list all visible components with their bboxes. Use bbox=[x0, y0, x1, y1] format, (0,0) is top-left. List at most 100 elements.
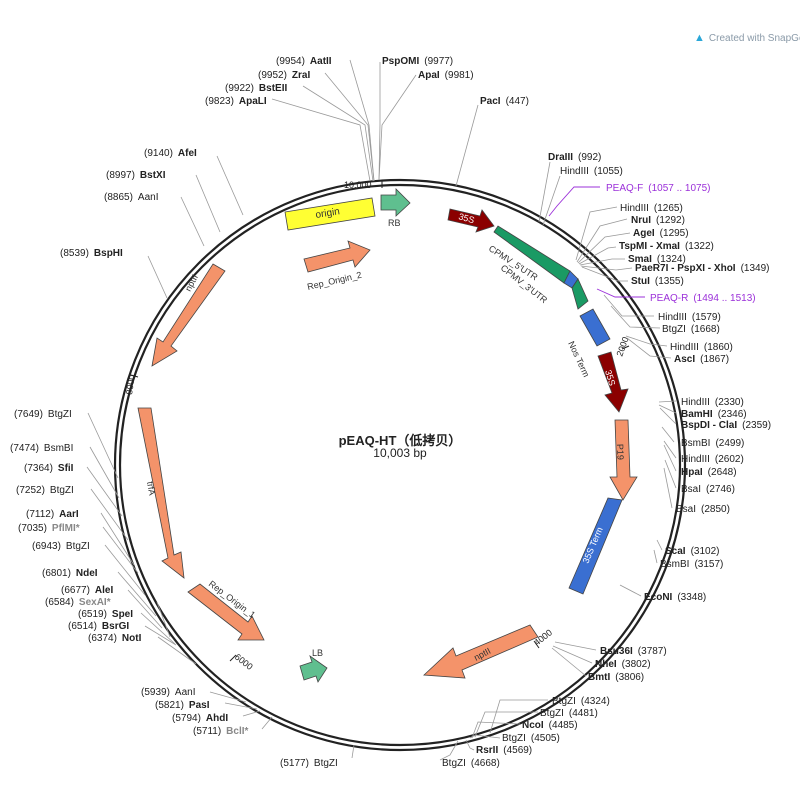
site-label: (6374)NotI bbox=[88, 633, 142, 644]
leader-line bbox=[551, 647, 587, 677]
feature-35s-promoter-2[interactable] bbox=[597, 351, 629, 413]
feature-label-p19: P19 bbox=[615, 444, 626, 460]
site-label: BsmBI(2499) bbox=[681, 438, 744, 449]
site-label: DraIII(992) bbox=[548, 152, 601, 163]
tick-label-8000: 8000 bbox=[124, 374, 137, 395]
site-label: BmtI(3806) bbox=[588, 672, 644, 683]
tick-label-6000: 6000 bbox=[233, 652, 255, 672]
backbone-outer bbox=[113, 178, 687, 752]
site-label: (8997)BstXI bbox=[106, 170, 166, 181]
site-label: BspDI - ClaI(2359) bbox=[681, 420, 771, 431]
leader-line bbox=[89, 446, 120, 499]
feature-rep-origin-1[interactable] bbox=[187, 583, 265, 641]
site-label: (7252)BtgZI bbox=[16, 485, 74, 496]
site-label: (5939)AanI bbox=[141, 687, 195, 698]
site-label: NcoI(4485) bbox=[522, 720, 578, 731]
site-label: BtgZI(4481) bbox=[540, 708, 598, 719]
leader-line bbox=[538, 161, 551, 223]
feature-cpmv-3utr[interactable] bbox=[571, 278, 589, 310]
snapgene-logo-icon: ▲ bbox=[694, 32, 705, 44]
site-label: (6943)BtgZI bbox=[32, 541, 90, 552]
leader-line bbox=[147, 255, 168, 299]
leader-line bbox=[156, 601, 171, 638]
leader-line bbox=[378, 62, 381, 181]
site-label: (5177)BtgZI bbox=[280, 758, 338, 769]
leader-line bbox=[104, 544, 146, 596]
feature-label-origin: origin bbox=[315, 206, 341, 221]
leader-line bbox=[471, 721, 521, 739]
primer-leader-line bbox=[596, 288, 645, 298]
site-label: SmaI(1324) bbox=[628, 254, 686, 265]
tick-mark bbox=[130, 374, 139, 378]
leader-line bbox=[656, 539, 663, 551]
leader-line bbox=[577, 232, 631, 264]
feature-nptii-left[interactable] bbox=[151, 263, 226, 367]
site-label: EcoNI(3348) bbox=[644, 592, 706, 603]
snapgene-watermark: ▲Created with SnapGene bbox=[694, 32, 800, 44]
feature-label-lb: LB bbox=[312, 648, 323, 658]
leader-line bbox=[127, 589, 163, 629]
leader-line bbox=[575, 206, 618, 261]
site-label: HindIII(2602) bbox=[681, 454, 744, 465]
leader-line bbox=[610, 305, 661, 329]
site-label: (9922)BstEII bbox=[225, 83, 287, 94]
backbone-inner bbox=[118, 183, 682, 747]
leader-line bbox=[90, 488, 129, 541]
site-label: BtgZI(4668) bbox=[442, 758, 500, 769]
site-label: PspOMI(9977) bbox=[382, 56, 453, 67]
leader-line bbox=[661, 426, 675, 443]
site-label: BsaI(2746) bbox=[681, 484, 735, 495]
feature-p19[interactable] bbox=[609, 419, 638, 501]
leader-line bbox=[489, 699, 548, 734]
site-label: PacI(447) bbox=[480, 96, 529, 107]
leader-line bbox=[209, 691, 247, 703]
primer-label: PEAQ-F(1057 .. 1075) bbox=[606, 183, 711, 194]
leader-line bbox=[576, 218, 628, 263]
feature-label-35s-1: 35S bbox=[457, 211, 475, 225]
leader-line bbox=[542, 175, 561, 226]
site-label: (6519)SpeI bbox=[78, 609, 133, 620]
leader-line bbox=[216, 155, 244, 216]
feature-nptii-bottom[interactable] bbox=[423, 624, 539, 679]
leader-line bbox=[439, 740, 459, 761]
primer-leader-line bbox=[548, 186, 600, 217]
feature-nos-term[interactable] bbox=[579, 308, 611, 347]
feature-lb[interactable] bbox=[299, 654, 328, 683]
leader-line bbox=[87, 412, 119, 479]
site-label: (7112)AarI bbox=[26, 509, 79, 520]
site-label: (7649)BtgZI bbox=[14, 409, 72, 420]
leader-line bbox=[86, 466, 123, 517]
feature-origin[interactable] bbox=[284, 197, 376, 231]
leader-line bbox=[658, 400, 677, 403]
feature-35s-term[interactable] bbox=[568, 497, 623, 595]
leader-line bbox=[474, 711, 538, 738]
site-label: (9952)ZraI bbox=[258, 70, 310, 81]
site-label: RsrII(4569) bbox=[476, 745, 532, 756]
primer-leader-lines bbox=[548, 186, 645, 298]
tick-mark bbox=[533, 640, 540, 649]
leader-line bbox=[261, 716, 273, 730]
feature-rep-origin-2[interactable] bbox=[303, 240, 371, 273]
site-label: (6801)NdeI bbox=[42, 568, 98, 579]
site-label: HindIII(1055) bbox=[560, 166, 623, 177]
site-label: (6584)SexAI* bbox=[45, 597, 111, 608]
site-label: AgeI(1295) bbox=[633, 228, 689, 239]
feature-label-trfa: trfA bbox=[145, 481, 157, 497]
site-label: (9823)ApaLI bbox=[205, 96, 267, 107]
site-label: BsaI(2850) bbox=[676, 504, 730, 515]
site-label: (5821)PasI bbox=[155, 700, 210, 711]
feature-rb[interactable] bbox=[380, 188, 411, 217]
site-label: BtgZI(4324) bbox=[552, 696, 610, 707]
site-label: (7364)SfiI bbox=[24, 463, 74, 474]
feature-trfa[interactable] bbox=[137, 407, 185, 579]
tick-marks bbox=[130, 180, 630, 662]
leader-line bbox=[663, 440, 677, 459]
leader-line bbox=[581, 266, 628, 282]
leader-line bbox=[195, 174, 221, 233]
leader-line bbox=[351, 744, 355, 759]
leader-line bbox=[663, 444, 677, 472]
site-label: HindIII(1265) bbox=[620, 203, 683, 214]
feature-35s-promoter-1[interactable] bbox=[447, 208, 495, 233]
